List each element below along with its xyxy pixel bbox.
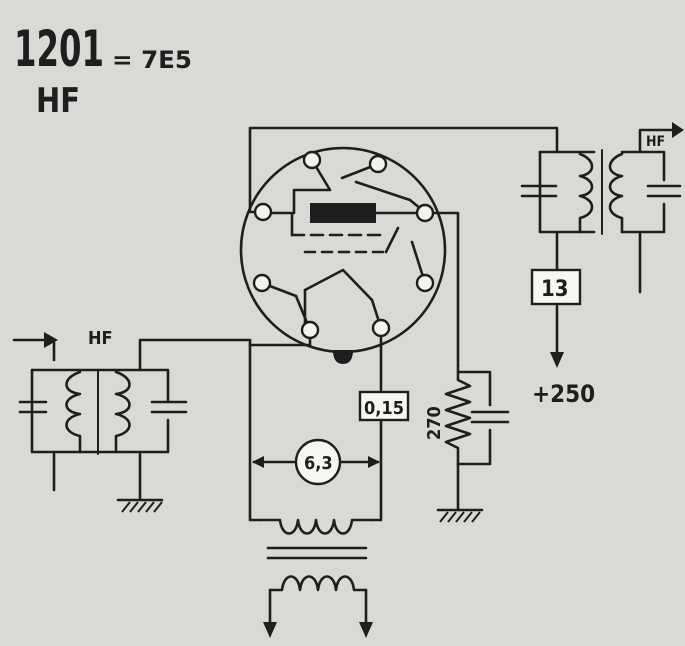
- heater-voltage-label: 6,3: [304, 453, 333, 474]
- function-label: HF: [36, 81, 80, 121]
- heater-current-label: 0,15: [364, 398, 404, 419]
- tube-number-title: 1201: [14, 20, 104, 78]
- tube-electrodes: [256, 158, 428, 332]
- output-hf-label: HF: [646, 134, 665, 150]
- anode-plate: [310, 203, 376, 223]
- heater-voltage-dimension: [252, 438, 380, 486]
- output-tank-circuit: [520, 122, 684, 368]
- tube-envelope: [239, 146, 447, 364]
- cathode-resistor-label: 270: [424, 406, 445, 440]
- input-hf-label: HF: [88, 328, 113, 349]
- heater-current-box: [358, 390, 410, 422]
- screen-ref-box: [530, 268, 582, 306]
- cathode-network: [436, 363, 510, 523]
- supply-voltage-label: +250: [532, 380, 595, 408]
- screen-ref-label: 13: [541, 277, 569, 302]
- input-tank-circuit: [12, 332, 188, 513]
- tube-pins: [252, 150, 435, 340]
- heater-transformer: [258, 518, 374, 638]
- equivalent-type-label: = 7E5: [112, 46, 192, 74]
